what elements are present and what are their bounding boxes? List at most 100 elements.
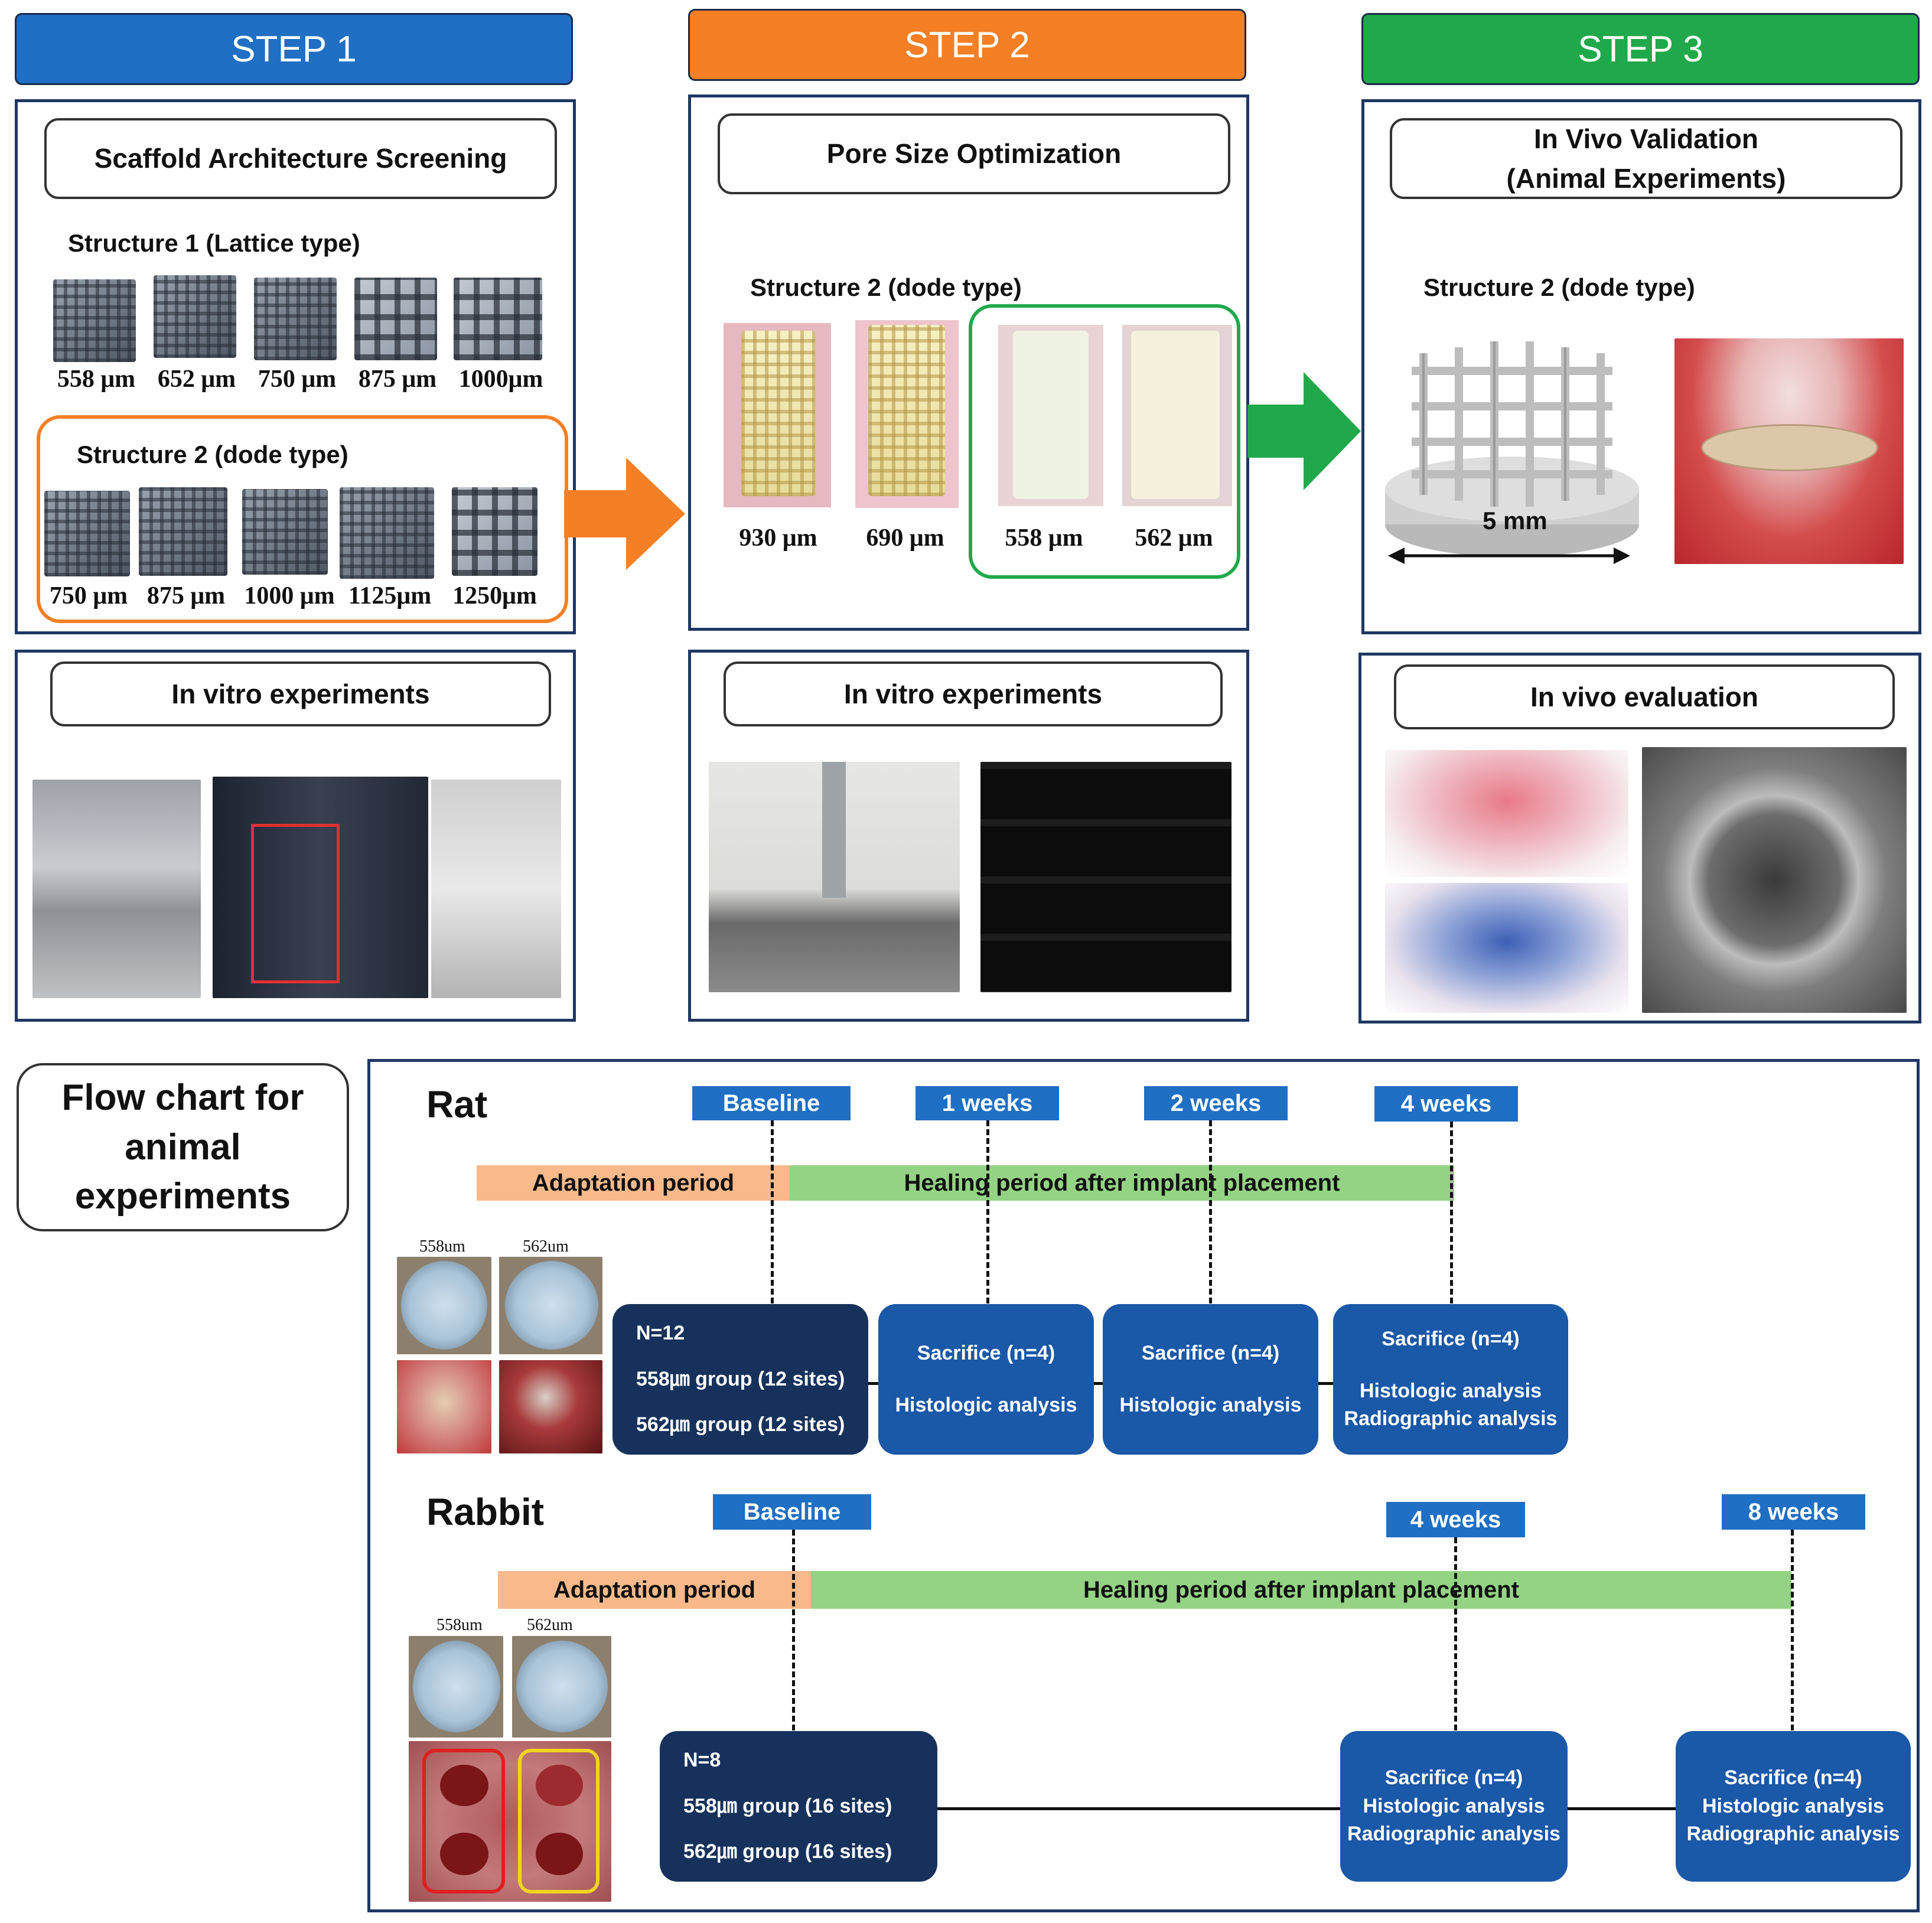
testing-machine-photo <box>213 777 428 998</box>
structure1-label: Structure 1 (Lattice type) <box>68 229 360 257</box>
rat-adaptation-bar: Adaptation period <box>477 1165 790 1201</box>
structure2-cube-1125 <box>340 487 434 579</box>
rabbit-defect-558-highlight <box>422 1749 505 1893</box>
step1-title-text: Scaffold Architecture Screening <box>94 143 507 174</box>
structure1-size-2: 652 μm <box>157 366 236 393</box>
rabbit-adaptation-bar: Adaptation period <box>498 1571 811 1609</box>
step2-panel: Pore Size Optimization Structure 2 (dode… <box>688 94 1249 631</box>
step2-header: STEP 2 <box>688 9 1246 81</box>
step3-panel: In Vivo Validation (Animal Experiments) S… <box>1361 99 1921 634</box>
rat-dash-1w <box>986 1120 989 1303</box>
rat-dash-2w <box>1209 1120 1212 1303</box>
step3-title-line1: In Vivo Validation <box>1533 123 1759 154</box>
step2-experiments-panel: In vitro experiments <box>688 650 1249 1022</box>
step3-structure-label: Structure 2 (dode type) <box>1423 273 1695 301</box>
rabbit-dash-8w <box>1791 1530 1794 1730</box>
step3-header: STEP 3 <box>1361 13 1920 85</box>
rat-photo-label-558: 558um <box>419 1237 465 1256</box>
rat-2w-sacrifice: Sacrifice (n=4) <box>1141 1341 1280 1364</box>
structure1-cube-750 <box>254 278 337 360</box>
step1-title: Scaffold Architecture Screening <box>44 118 557 199</box>
implant-disc <box>1701 424 1878 471</box>
rabbit-4w-node: Sacrifice (n=4) Histologic analysis Radi… <box>1340 1731 1568 1882</box>
sample-fixture-photo <box>431 780 561 998</box>
mechanical-tester-photo <box>32 780 201 998</box>
rat-dash-4w <box>1450 1122 1453 1303</box>
step1-label: STEP 1 <box>231 28 357 70</box>
rat-tag-baseline: Baseline <box>692 1086 851 1120</box>
rabbit-tag-8w: 8 weeks <box>1722 1494 1865 1530</box>
rat-4w-node: Sacrifice (n=4) Histologic analysis Radi… <box>1333 1304 1568 1455</box>
structure1-size-5: 1000μm <box>458 366 543 393</box>
step2-label: STEP 2 <box>904 24 1030 66</box>
rat-4w-histologic: Histologic analysis <box>1360 1379 1542 1402</box>
rabbit-baseline-node: N=8 558㎛ group (16 sites) 562㎛ group (16… <box>660 1731 937 1882</box>
rat-tag-4w: 4 weeks <box>1374 1086 1518 1122</box>
rabbit-defect-562-bottom <box>536 1833 583 1875</box>
step1-header: STEP 1 <box>15 13 573 85</box>
rabbit-tag-baseline: Baseline <box>713 1494 871 1530</box>
rat-baseline-group562: 562㎛ group (12 sites) <box>636 1413 845 1436</box>
rat-baseline-n: N=12 <box>636 1322 685 1345</box>
rat-4w-radiographic: Radiographic analysis <box>1344 1407 1558 1430</box>
rabbit-dash-baseline <box>792 1530 795 1730</box>
scaffold-render <box>1385 341 1639 557</box>
rabbit-8w-node: Sacrifice (n=4) Histologic analysis Radi… <box>1676 1731 1911 1882</box>
rat-2w-histologic: Histologic analysis <box>1119 1393 1302 1416</box>
rabbit-defect-558-bottom <box>440 1833 488 1875</box>
structure1-cube-875 <box>354 278 437 360</box>
structure2-cube-1250 <box>452 487 537 576</box>
step3-evaluation-title-text: In vivo evaluation <box>1530 681 1758 712</box>
step3-label: STEP 3 <box>1578 28 1703 70</box>
rabbit-defect-photo <box>409 1741 611 1902</box>
step1-experiments-title-text: In vitro experiments <box>171 678 430 709</box>
dimension-label: 5 mm <box>1483 507 1547 534</box>
structure2-size-5: 1250μm <box>452 582 537 610</box>
rat-1w-node: Sacrifice (n=4) Histologic analysis <box>878 1304 1094 1455</box>
step3-title-line2: (Animal Experiments) <box>1506 162 1786 194</box>
rabbit-4w-histologic: Histologic analysis <box>1363 1794 1545 1817</box>
flowchart-panel: Rat Baseline 1 weeks 2 weeks 4 weeks Ada… <box>367 1059 1920 1912</box>
rabbit-defect-562-highlight <box>518 1749 600 1893</box>
step2-block-558 <box>1013 331 1089 499</box>
compressed-samples-photo <box>980 762 1231 992</box>
step2-experiments-title: In vitro experiments <box>724 661 1223 726</box>
step2-block-690 <box>868 325 945 496</box>
flowchart-title-line1: Flow chart for <box>61 1077 304 1118</box>
structure2-size-3: 1000 μm <box>244 582 335 610</box>
structure1-cube-558 <box>53 279 136 362</box>
rabbit-photo-label-562: 562um <box>527 1616 573 1634</box>
rabbit-label: Rabbit <box>426 1491 545 1533</box>
rabbit-baseline-group562: 562㎛ group (16 sites) <box>683 1840 892 1863</box>
structure2-label: Structure 2 (dode type) <box>77 441 348 468</box>
rat-2w-node: Sacrifice (n=4) Histologic analysis <box>1103 1304 1318 1455</box>
step2-experiments-title-text: In vitro experiments <box>843 678 1103 709</box>
rabbit-dash-4w <box>1454 1537 1457 1730</box>
rat-healing-bar: Healing period after implant placement <box>790 1165 1454 1201</box>
histology-he-photo <box>1385 750 1628 877</box>
step1-experiments-panel: In vitro experiments <box>15 650 576 1022</box>
rat-tag-2w: 2 weeks <box>1144 1086 1288 1120</box>
structure1-size-4: 875 μm <box>358 366 437 393</box>
step2-block-562 <box>1131 331 1220 499</box>
structure1-size-1: 558 μm <box>57 366 136 393</box>
structure2-cube-875 <box>139 487 227 576</box>
rabbit-timeline-line <box>866 1807 1776 1810</box>
rat-tag-1w: 1 weeks <box>915 1086 1059 1120</box>
rabbit-4w-sacrifice: Sacrifice (n=4) <box>1384 1766 1523 1790</box>
rabbit-photo-label-558: 558um <box>436 1616 483 1634</box>
structure2-cube-1000 <box>242 489 328 575</box>
step3-evaluation-panel: In vivo evaluation <box>1358 653 1921 1024</box>
histology-trichrome-photo <box>1385 883 1628 1013</box>
step2-size-930: 930 μm <box>739 524 817 552</box>
rabbit-baseline-group558: 558㎛ group (16 sites) <box>683 1794 892 1817</box>
arrow-step2-to-step3 <box>1247 372 1361 490</box>
rat-label: Rat <box>426 1083 488 1126</box>
step3-title: In Vivo Validation (Animal Experiments) <box>1390 118 1902 199</box>
structure1-size-3: 750 μm <box>258 366 337 393</box>
optimal-size-highlight <box>969 304 1240 579</box>
flowchart-title-line2: animal <box>125 1126 241 1168</box>
step2-structure-label: Structure 2 (dode type) <box>750 273 1022 301</box>
rat-petri-562 <box>505 1261 598 1350</box>
structure2-size-4: 1125μm <box>348 582 432 610</box>
